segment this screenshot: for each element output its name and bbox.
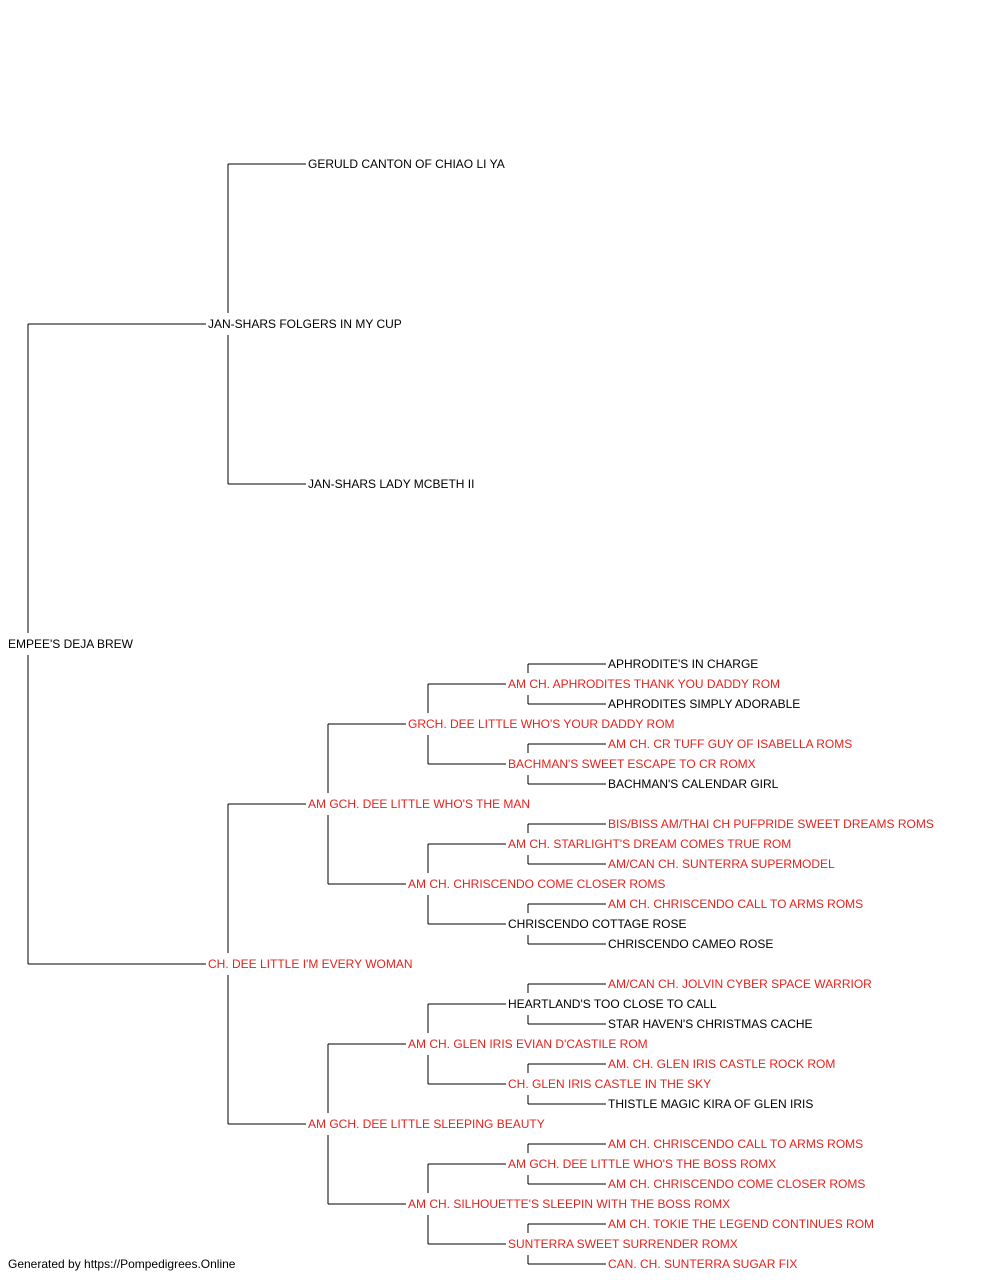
ancestor-name: CH. GLEN IRIS CASTLE IN THE SKY bbox=[508, 1077, 712, 1091]
ancestor-name: AM CH. CHRISCENDO COME CLOSER ROMS bbox=[408, 877, 666, 891]
ancestor-name: AM. CH. GLEN IRIS CASTLE ROCK ROM bbox=[608, 1057, 836, 1071]
ancestor-name: AM/CAN CH. SUNTERRA SUPERMODEL bbox=[608, 857, 835, 871]
ancestor-name: AM CH. GLEN IRIS EVIAN D'CASTILE ROM bbox=[408, 1037, 648, 1051]
ancestor-name: AM GCH. DEE LITTLE SLEEPING BEAUTY bbox=[308, 1117, 545, 1131]
ancestor-name: BACHMAN'S CALENDAR GIRL bbox=[608, 777, 779, 791]
ancestor-name: APHRODITES SIMPLY ADORABLE bbox=[608, 697, 801, 711]
ancestor-name: STAR HAVEN'S CHRISTMAS CACHE bbox=[608, 1017, 813, 1031]
ancestor-name: AM GCH. DEE LITTLE WHO'S THE MAN bbox=[308, 797, 531, 811]
ancestor-name: BACHMAN'S SWEET ESCAPE TO CR ROMX bbox=[508, 757, 756, 771]
ancestor-name: AM GCH. DEE LITTLE WHO'S THE BOSS ROMX bbox=[508, 1157, 777, 1171]
ancestor-name: GERULD CANTON OF CHIAO LI YA bbox=[308, 157, 505, 171]
ancestor-name: CH. DEE LITTLE I'M EVERY WOMAN bbox=[208, 957, 413, 971]
ancestor-name: AM CH. CHRISCENDO COME CLOSER ROMS bbox=[608, 1177, 866, 1191]
ancestor-name: AM CH. TOKIE THE LEGEND CONTINUES ROM bbox=[608, 1217, 875, 1231]
ancestor-name: AM CH. STARLIGHT'S DREAM COMES TRUE ROM bbox=[508, 837, 792, 851]
ancestor-name: SUNTERRA SWEET SURRENDER ROMX bbox=[508, 1237, 738, 1251]
ancestor-name: AM CH. APHRODITES THANK YOU DADDY ROM bbox=[508, 677, 781, 691]
ancestor-name: APHRODITE'S IN CHARGE bbox=[608, 657, 759, 671]
ancestor-name: JAN-SHARS LADY MCBETH II bbox=[308, 477, 475, 491]
ancestor-name: JAN-SHARS FOLGERS IN MY CUP bbox=[208, 317, 402, 331]
ancestor-name: GRCH. DEE LITTLE WHO'S YOUR DADDY ROM bbox=[408, 717, 675, 731]
ancestor-name: THISTLE MAGIC KIRA OF GLEN IRIS bbox=[608, 1097, 814, 1111]
ancestor-name: AM CH. CR TUFF GUY OF ISABELLA ROMS bbox=[608, 737, 853, 751]
ancestor-name: HEARTLAND'S TOO CLOSE TO CALL bbox=[508, 997, 717, 1011]
ancestor-name: BIS/BISS AM/THAI CH PUFPRIDE SWEET DREAM… bbox=[608, 817, 934, 831]
generated-by-footer: Generated by https://Pompedigrees.Online bbox=[8, 1257, 236, 1271]
ancestor-name: AM CH. SILHOUETTE'S SLEEPIN WITH THE BOS… bbox=[408, 1197, 731, 1211]
ancestor-name: CHRISCENDO CAMEO ROSE bbox=[608, 937, 774, 951]
ancestor-name: CHRISCENDO COTTAGE ROSE bbox=[508, 917, 687, 931]
ancestor-name: AM CH. CHRISCENDO CALL TO ARMS ROMS bbox=[608, 1137, 864, 1151]
ancestor-name: AM CH. CHRISCENDO CALL TO ARMS ROMS bbox=[608, 897, 864, 911]
ancestor-name: AM/CAN CH. JOLVIN CYBER SPACE WARRIOR bbox=[608, 977, 872, 991]
subject-dog-name: EMPEE'S DEJA BREW bbox=[8, 637, 133, 651]
ancestor-name: CAN. CH. SUNTERRA SUGAR FIX bbox=[608, 1257, 798, 1271]
